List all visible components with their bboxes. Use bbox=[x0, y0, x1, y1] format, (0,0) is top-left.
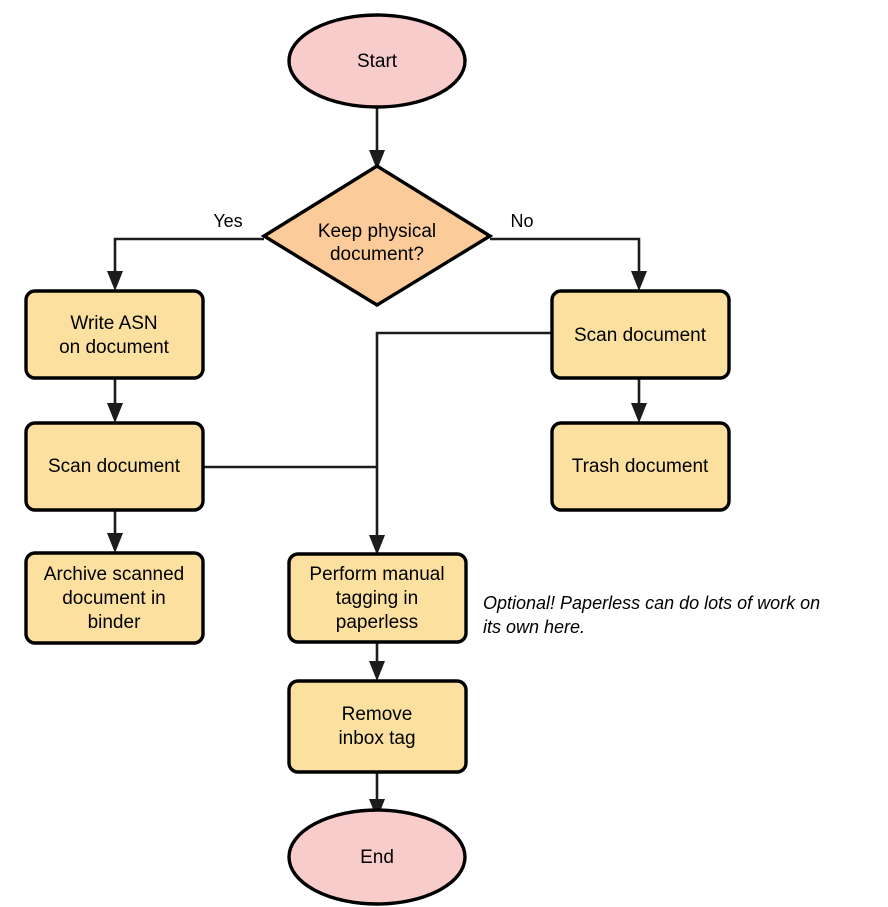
optional-note-line2: its own here. bbox=[483, 617, 585, 637]
remove-inbox-rect[interactable] bbox=[287, 679, 468, 774]
node-scan-document-right[interactable]: Scan document bbox=[550, 289, 731, 380]
edge-decision-yes-to-write-asn bbox=[107, 237, 264, 291]
arrow-head-icon bbox=[631, 403, 647, 423]
write-asn-label-line1: Write ASN bbox=[70, 313, 157, 334]
archive-label-line3: binder bbox=[88, 612, 141, 633]
edge-scan-right-to-manual-tagging bbox=[369, 331, 552, 555]
scan-document-left-rect[interactable] bbox=[24, 421, 205, 512]
node-archive-scanned-document[interactable]: Archive scanned document in binder bbox=[24, 551, 205, 645]
arrow-head-icon bbox=[107, 533, 123, 553]
edge-label-no: No bbox=[510, 211, 533, 231]
edge-manual-tagging-to-remove-inbox bbox=[369, 642, 385, 681]
node-remove-inbox-tag[interactable]: Remove inbox tag bbox=[287, 679, 468, 774]
manual-tagging-label-line3: paperless bbox=[336, 612, 418, 633]
manual-tagging-rect[interactable] bbox=[287, 552, 468, 644]
end-ellipse[interactable] bbox=[287, 808, 467, 906]
scan-document-right-rect[interactable] bbox=[550, 289, 731, 380]
archive-label-line1: Archive scanned bbox=[44, 564, 184, 585]
end-label: End bbox=[360, 847, 394, 868]
decision-label-line2: document? bbox=[330, 244, 424, 265]
decision-label-line1: Keep physical bbox=[318, 221, 436, 242]
edge-write-asn-to-scan-left bbox=[107, 378, 123, 423]
edge-line bbox=[490, 237, 641, 279]
annotation-optional-note: Optional! Paperless can do lots of work … bbox=[483, 593, 820, 637]
edge-label-yes: Yes bbox=[213, 211, 242, 231]
trash-document-rect[interactable] bbox=[550, 421, 731, 512]
node-write-asn-on-document[interactable]: Write ASN on document bbox=[24, 289, 205, 380]
archive-rect[interactable] bbox=[24, 551, 205, 645]
edge-scan-right-to-trash bbox=[631, 378, 647, 423]
arrow-head-icon bbox=[369, 150, 385, 170]
decision-diamond[interactable] bbox=[260, 164, 494, 307]
node-start[interactable]: Start bbox=[287, 13, 467, 109]
arrow-head-icon bbox=[107, 271, 123, 291]
write-asn-rect[interactable] bbox=[24, 289, 205, 380]
manual-tagging-label-line1: Perform manual bbox=[309, 564, 444, 585]
node-perform-manual-tagging[interactable]: Perform manual tagging in paperless bbox=[287, 552, 468, 644]
node-decision-keep-physical-document[interactable]: Keep physical document? bbox=[260, 164, 494, 307]
edge-line bbox=[375, 331, 552, 543]
start-ellipse[interactable] bbox=[287, 13, 467, 109]
edge-decision-no-to-scan-right bbox=[490, 237, 647, 291]
arrow-head-icon bbox=[631, 271, 647, 291]
arrow-head-icon bbox=[369, 535, 385, 555]
start-label: Start bbox=[357, 51, 398, 72]
manual-tagging-label-line2: tagging in bbox=[336, 588, 418, 609]
write-asn-label-line2: on document bbox=[59, 337, 170, 358]
edge-line bbox=[113, 237, 264, 279]
trash-document-label: Trash document bbox=[572, 456, 709, 477]
arrow-head-icon bbox=[369, 661, 385, 681]
edge-start-to-decision bbox=[369, 103, 385, 170]
remove-inbox-label-line1: Remove bbox=[342, 704, 413, 725]
scan-document-right-label: Scan document bbox=[574, 325, 707, 346]
archive-label-line2: document in bbox=[62, 588, 166, 609]
node-trash-document[interactable]: Trash document bbox=[550, 421, 731, 512]
remove-inbox-label-line2: inbox tag bbox=[338, 728, 415, 749]
edge-scan-left-to-archive bbox=[107, 510, 123, 553]
node-scan-document-left[interactable]: Scan document bbox=[24, 421, 205, 512]
optional-note-line1: Optional! Paperless can do lots of work … bbox=[483, 593, 820, 613]
scan-document-left-label: Scan document bbox=[48, 456, 181, 477]
node-end[interactable]: End bbox=[287, 808, 467, 906]
arrow-head-icon bbox=[107, 403, 123, 423]
